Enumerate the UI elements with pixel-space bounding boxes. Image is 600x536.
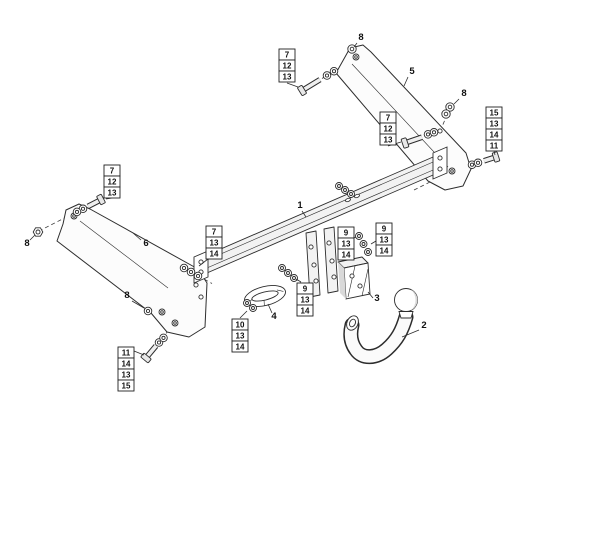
svg-text:9: 9 <box>382 225 387 234</box>
svg-text:14: 14 <box>236 343 245 352</box>
side-arm-left <box>56 203 208 338</box>
callout-part-5: 5 <box>403 66 415 87</box>
svg-text:9: 9 <box>344 229 349 238</box>
svg-text:1: 1 <box>297 200 303 211</box>
callout-part-8-top: 8 <box>353 32 364 48</box>
svg-text:7: 7 <box>212 228 217 237</box>
svg-text:7: 7 <box>386 114 391 123</box>
callout-part-4: 4 <box>267 303 277 322</box>
svg-text:12: 12 <box>384 125 393 134</box>
svg-text:2: 2 <box>421 320 426 331</box>
svg-text:13: 13 <box>490 120 499 129</box>
svg-text:13: 13 <box>283 73 292 82</box>
kit-7-12-13-left: 7 12 13 <box>103 164 121 200</box>
svg-text:13: 13 <box>122 371 131 380</box>
svg-text:5: 5 <box>409 66 415 77</box>
svg-text:12: 12 <box>283 62 292 71</box>
bolt-right-outer <box>483 151 501 164</box>
callout-part-8-left: 8 <box>24 234 36 249</box>
callout-part-1: 1 <box>297 200 307 218</box>
svg-text:10: 10 <box>236 321 245 330</box>
callout-part-6: 6 <box>132 232 149 249</box>
svg-text:9: 9 <box>303 285 308 294</box>
bolt-left-lower <box>140 344 159 364</box>
svg-text:13: 13 <box>301 296 310 305</box>
svg-text:15: 15 <box>122 382 131 391</box>
tow-ball <box>394 288 418 312</box>
kit-11-14-13-15-left-lower: 11 14 13 15 <box>117 346 145 392</box>
svg-text:13: 13 <box>108 189 117 198</box>
svg-text:11: 11 <box>490 142 499 151</box>
tow-ball-swan-neck <box>343 288 418 365</box>
svg-text:13: 13 <box>380 236 389 245</box>
svg-text:8: 8 <box>358 32 363 43</box>
svg-text:8: 8 <box>24 238 29 249</box>
callout-part-2: 2 <box>401 320 427 338</box>
svg-text:7: 7 <box>285 51 290 60</box>
svg-text:13: 13 <box>342 240 351 249</box>
bolt-right-upper <box>400 134 423 149</box>
kit-9-13-14-clamp-right: 9 13 14 <box>370 222 393 257</box>
svg-text:4: 4 <box>271 311 277 322</box>
svg-text:14: 14 <box>490 131 499 140</box>
svg-text:7: 7 <box>110 167 115 176</box>
kit-7-13-14-left-mid: 7 13 14 <box>198 225 223 267</box>
nut-left <box>32 227 44 237</box>
svg-text:13: 13 <box>236 332 245 341</box>
callout-part-8-bottom-left: 8 <box>124 290 145 309</box>
crossbar <box>193 146 448 284</box>
svg-text:13: 13 <box>384 136 393 145</box>
svg-text:14: 14 <box>301 307 310 316</box>
svg-text:15: 15 <box>490 109 499 118</box>
kit-10-13-14-link: 10 13 14 <box>231 310 249 353</box>
side-arm-right <box>335 44 472 191</box>
svg-text:13: 13 <box>210 239 219 248</box>
callout-part-8-right: 8 <box>453 88 467 105</box>
callout-part-3: 3 <box>367 291 380 304</box>
shackle-link <box>244 285 286 307</box>
kit-9-13-14-clamp-left: 9 13 14 <box>337 226 355 261</box>
svg-text:14: 14 <box>122 360 131 369</box>
svg-text:3: 3 <box>374 293 379 304</box>
bolt-left-upper <box>86 193 106 209</box>
svg-text:8: 8 <box>461 88 466 99</box>
svg-text:14: 14 <box>210 250 219 259</box>
svg-text:8: 8 <box>124 290 129 301</box>
svg-text:14: 14 <box>380 247 389 256</box>
bolt-top <box>297 77 322 97</box>
svg-text:11: 11 <box>122 349 131 358</box>
kit-7-12-13-top: 7 12 13 <box>278 48 299 88</box>
ball-mount-straps <box>305 226 339 298</box>
kit-9-13-14-neck: 9 13 14 <box>295 278 314 317</box>
svg-text:12: 12 <box>108 178 117 187</box>
svg-text:6: 6 <box>143 238 148 249</box>
socket-bracket <box>337 256 371 300</box>
kit-7-12-13-right: 7 12 13 <box>379 111 402 147</box>
kit-15-13-14-11-right: 15 13 14 11 <box>485 106 503 156</box>
svg-text:14: 14 <box>342 251 351 260</box>
